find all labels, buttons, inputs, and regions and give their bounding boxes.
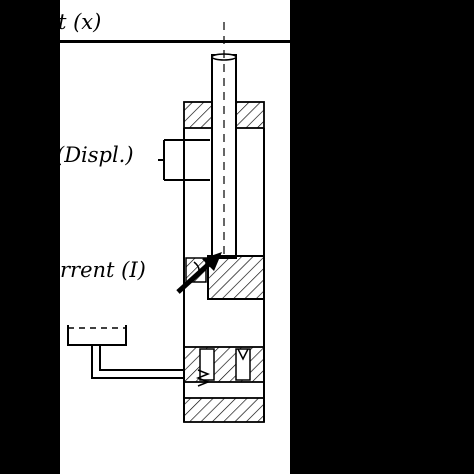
cylinder-top-cap [183, 101, 265, 129]
displacement-label: (Displ.) [56, 143, 134, 167]
piston-head [207, 255, 265, 300]
piston-rod [211, 22, 237, 259]
lower-partition [183, 346, 265, 383]
displacement-symbol-label: t (x) [58, 10, 102, 34]
header-divider-line [60, 40, 290, 43]
current-label: rrent (I) [60, 258, 146, 282]
displacement-bracket [158, 139, 210, 181]
valve-spring-icon [195, 369, 211, 387]
cylinder-bottom-cap [183, 397, 265, 423]
diagram-panel [60, 0, 290, 474]
connecting-pipe [91, 345, 184, 379]
arrow-pointer-icon [176, 252, 222, 294]
reservoir-tank [67, 325, 127, 346]
